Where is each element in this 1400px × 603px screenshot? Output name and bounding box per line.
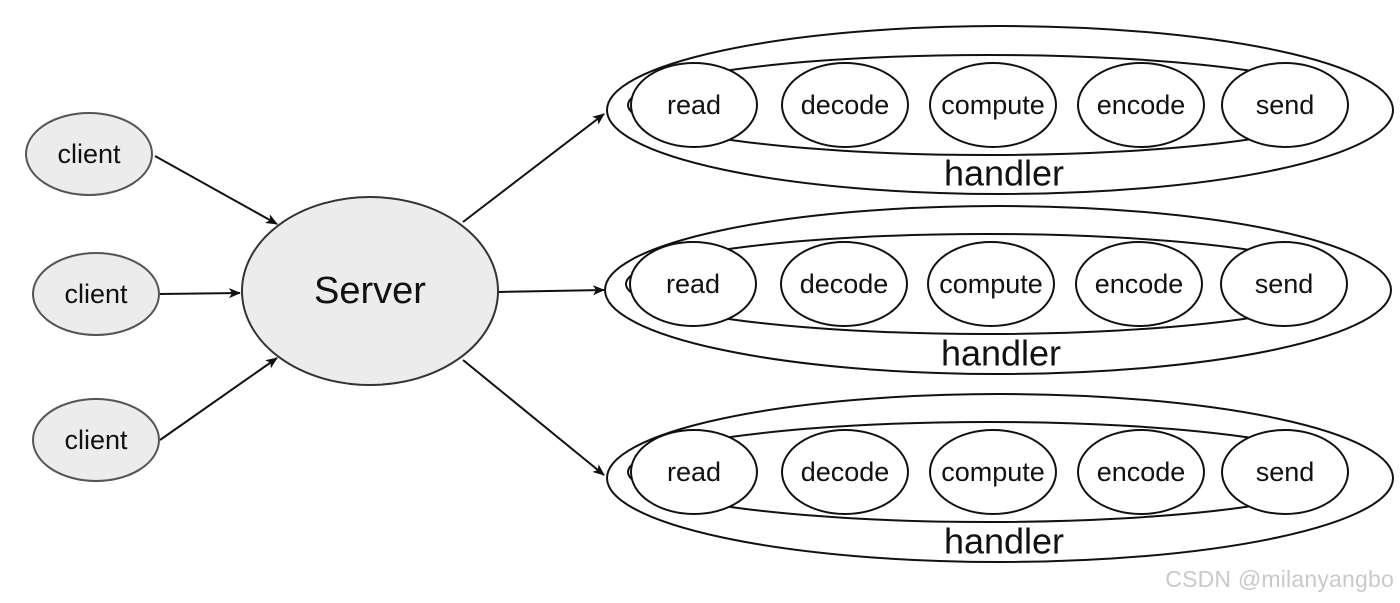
svg-text:compute: compute: [939, 269, 1043, 299]
svg-text:compute: compute: [941, 90, 1045, 120]
arrow-server-to-handler-3: [462, 359, 605, 476]
svg-text:compute: compute: [941, 457, 1045, 487]
step-send: send: [1220, 241, 1348, 327]
handler-outer-ellipse: [606, 393, 1394, 563]
handler-label: handler: [944, 521, 1064, 562]
handler-group-3: read decode compute encode send handler: [606, 393, 1394, 563]
watermark: CSDN @milanyangbo: [1165, 566, 1394, 592]
arrow-server-to-handler-2: [497, 285, 605, 296]
handler-outer-ellipse: [604, 205, 1392, 375]
step-read: read: [630, 429, 758, 515]
server-node: Server: [241, 196, 499, 386]
handler-label: handler: [941, 333, 1061, 374]
handler-outer-ellipse: [606, 25, 1394, 195]
svg-text:send: send: [1256, 457, 1315, 487]
step-send: send: [1221, 62, 1349, 148]
arrow-server-to-handler-1: [462, 113, 605, 223]
svg-text:encode: encode: [1097, 457, 1186, 487]
step-compute: compute: [927, 241, 1055, 327]
arrow-client-3-to-server: [159, 357, 278, 441]
arrow-client-2-to-server: [159, 288, 241, 299]
svg-text:encode: encode: [1097, 90, 1186, 120]
step-compute: compute: [929, 429, 1057, 515]
svg-text:encode: encode: [1095, 269, 1184, 299]
svg-text:read: read: [666, 269, 720, 299]
svg-text:send: send: [1255, 269, 1314, 299]
svg-text:decode: decode: [800, 269, 889, 299]
svg-text:read: read: [667, 90, 721, 120]
step-compute: compute: [929, 62, 1057, 148]
svg-text:read: read: [667, 457, 721, 487]
handler-group-1: read decode compute encode send handler: [606, 25, 1394, 195]
svg-text:decode: decode: [801, 90, 890, 120]
client-node-2: client: [32, 252, 160, 336]
step-encode: encode: [1075, 241, 1203, 327]
step-decode: decode: [781, 62, 909, 148]
svg-text:send: send: [1256, 90, 1315, 120]
step-encode: encode: [1077, 62, 1205, 148]
handler-label: handler: [944, 153, 1064, 194]
client-label: client: [57, 139, 121, 169]
step-encode: encode: [1077, 429, 1205, 515]
handler-group-2: read decode compute encode send handler: [604, 205, 1392, 375]
step-read: read: [630, 62, 758, 148]
server-label: Server: [314, 270, 426, 312]
step-decode: decode: [781, 429, 909, 515]
step-send: send: [1221, 429, 1349, 515]
arrow-client-1-to-server: [154, 155, 278, 225]
client-node-3: client: [32, 398, 160, 482]
client-label: client: [64, 279, 128, 309]
step-decode: decode: [780, 241, 908, 327]
client-label: client: [64, 425, 128, 455]
svg-text:decode: decode: [801, 457, 890, 487]
client-node-1: client: [25, 112, 153, 196]
step-read: read: [629, 241, 757, 327]
